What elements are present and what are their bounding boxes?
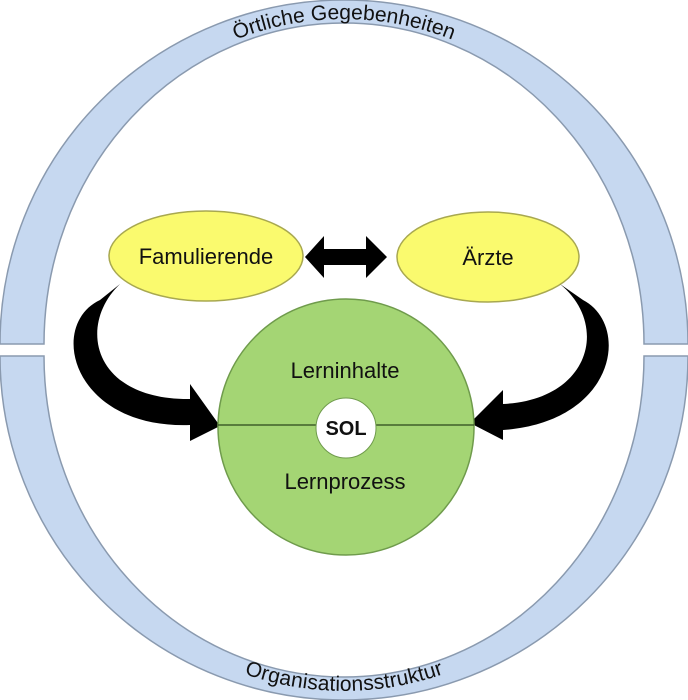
- node-famulierende: [108, 210, 304, 302]
- center-top-label: Lerninhalte: [291, 358, 400, 383]
- ring-top-label: Örtliche Gegebenheiten: [229, 1, 458, 44]
- outer-ring-top: [0, 0, 688, 345]
- node-famulierende-label: Famulierende: [139, 244, 274, 269]
- node-aerzte-label: Ärzte: [462, 245, 513, 270]
- sol-circle: [315, 397, 377, 459]
- curved-arrow-right-icon: [470, 284, 609, 440]
- node-aerzte: [396, 211, 580, 303]
- center-bottom-label: Lernprozess: [284, 469, 405, 494]
- curved-arrow-left-icon: [73, 284, 220, 441]
- sol-label: SOL: [325, 418, 366, 440]
- outer-ring-bottom: [0, 355, 688, 700]
- double-arrow-icon: [305, 236, 387, 278]
